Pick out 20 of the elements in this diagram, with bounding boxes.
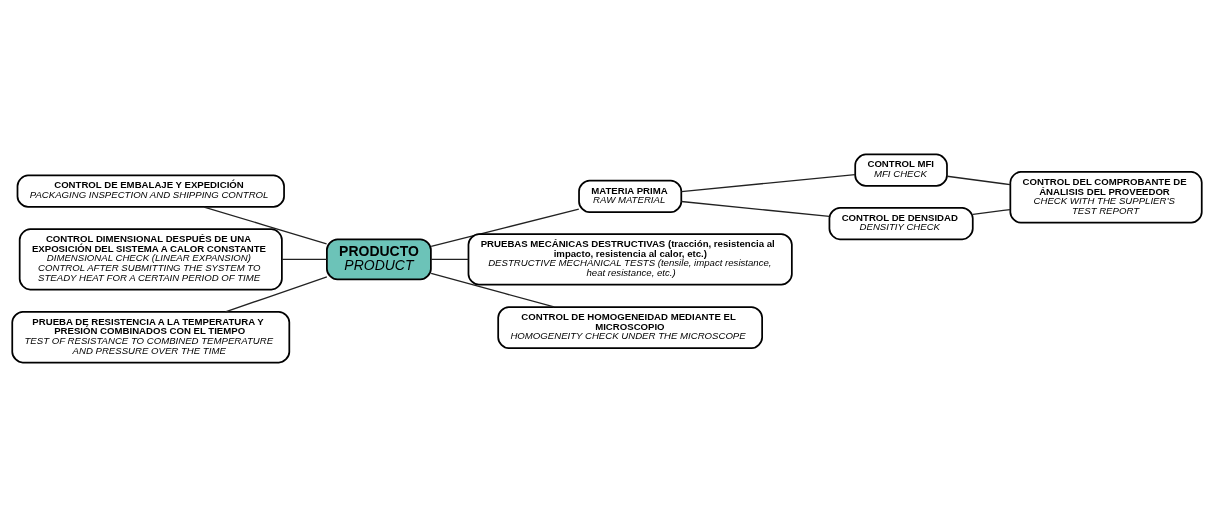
- node-box: MATERIA PRIMA RAW MATERIAL: [578, 179, 683, 213]
- node-box: CONTROL DE DENSIDAD DENSITIY CHECK: [828, 206, 974, 240]
- connector: [430, 258, 469, 260]
- connector: [680, 200, 830, 217]
- node-box: CONTROL DE HOMOGENEIDAD MEDIANTE EL MICROSCOPIO HOMOGENEITY CHECK UNDER THE MICROSCOPE: [497, 305, 763, 349]
- node-box: CONTROL DIMENSIONAL DESPUÉS DE UNA EXPOSICIÓN DEL SISTEMA A CALOR CONSTANTE DIMENSIONAL CHECK (LINEAR EXPANSION) CONTROL AFTER SUBMITTING THE SYSTEM TO STEADY HEAT FOR A CERTAIN PERIOD OF TIME: [18, 227, 283, 290]
- node-box: CONTROL DE EMBALAJE Y EXPEDICIÓN PACKAGING INSPECTION AND SHIPPING CONTROL: [16, 174, 285, 208]
- connector: [972, 208, 1011, 215]
- connector: [430, 208, 580, 247]
- connector: [946, 175, 1011, 185]
- connector: [203, 205, 328, 245]
- connector: [680, 173, 856, 192]
- node-box: PRUEBA DE RESISTENCIA A LA TEMPERATURA Y PRESIÓN COMBINADOS CON EL TIEMPO TEST OF RESISTANCE TO COMBINED TEMPERATURE AND PRESSURE OVER THE TIME: [11, 310, 291, 363]
- node-box: PRODUCTO PRODUCT: [326, 237, 432, 280]
- node-box: PRUEBAS MECÁNICAS DESTRUCTIVAS (tracción, resistencia al impacto, resistencia al calor, etc.) DESTRUCTIVE MECHANICAL TESTS (tensile, impact resistance, heat resistance, etc.): [467, 232, 793, 286]
- connector: [430, 272, 555, 308]
- connector: [281, 258, 328, 260]
- connector: [224, 275, 328, 312]
- node-box: CONTROL DEL COMPROBANTE DE ÁNALISIS DEL PROVEEDOR CHECK WITH THE SUPPLIER’S TEST REPORT: [1009, 170, 1203, 224]
- node-box: CONTROL MFI MFI CHECK: [854, 153, 948, 187]
